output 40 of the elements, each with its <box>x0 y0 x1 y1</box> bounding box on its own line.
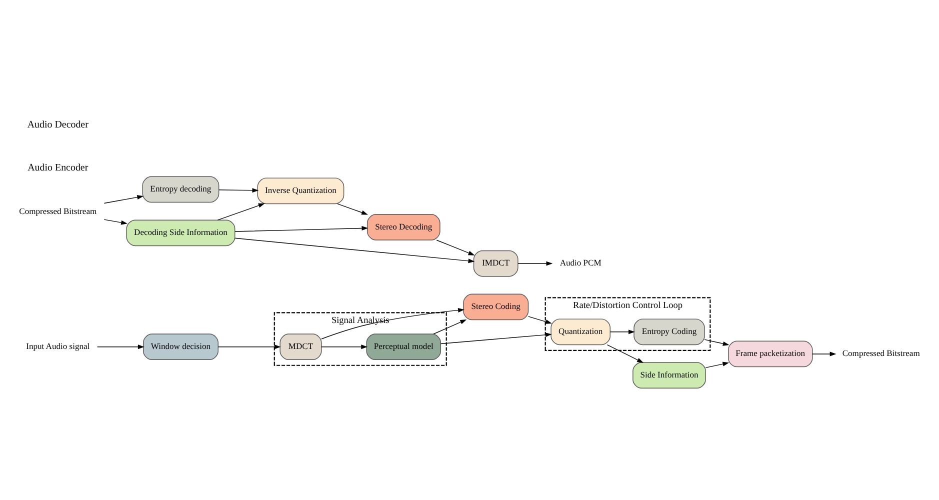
arrow <box>528 316 552 324</box>
node-box: Window decision <box>143 334 218 360</box>
node-box: IMDCT <box>473 250 518 277</box>
arrow <box>218 188 259 193</box>
node-text: Compressed Bitstream <box>19 206 97 216</box>
node-box: Frame packetization <box>728 340 813 368</box>
arrow <box>337 203 368 215</box>
node-box: Inverse Quantization <box>257 178 344 204</box>
arrow <box>606 344 644 363</box>
arrow <box>610 330 635 334</box>
arrow <box>518 261 553 266</box>
arrow <box>234 238 475 264</box>
label: Audio Encoder <box>28 162 88 174</box>
node-box: Perceptual model <box>366 334 442 360</box>
arrow <box>436 240 475 256</box>
arrow <box>217 203 265 220</box>
arrow <box>218 344 281 350</box>
node-text: Compressed Bitstream <box>842 348 920 358</box>
arrow <box>321 308 464 340</box>
node-box: Decoding Side Information <box>126 220 236 246</box>
node-box: Entropy Coding <box>634 318 705 346</box>
arrow <box>104 195 144 204</box>
node-box: Entropy decoding <box>142 176 220 203</box>
arrow <box>234 226 368 232</box>
node-text: Input Audio signal <box>26 341 90 352</box>
arrow <box>705 362 730 368</box>
arrow <box>321 344 368 350</box>
arrow <box>704 339 730 346</box>
node-box: MDCT <box>280 334 322 360</box>
node-box: Quantization <box>550 318 610 346</box>
arrow <box>433 320 467 334</box>
arrow <box>440 332 552 344</box>
arrow <box>812 352 836 356</box>
arrow <box>97 344 144 350</box>
node-box: Stereo Decoding <box>366 214 440 240</box>
node-text: Audio PCM <box>560 258 602 268</box>
label: Audio Decoder <box>27 119 88 130</box>
arrow <box>104 219 128 225</box>
node-box: Side Information <box>632 362 706 388</box>
node-box: Stereo Coding <box>463 294 529 320</box>
